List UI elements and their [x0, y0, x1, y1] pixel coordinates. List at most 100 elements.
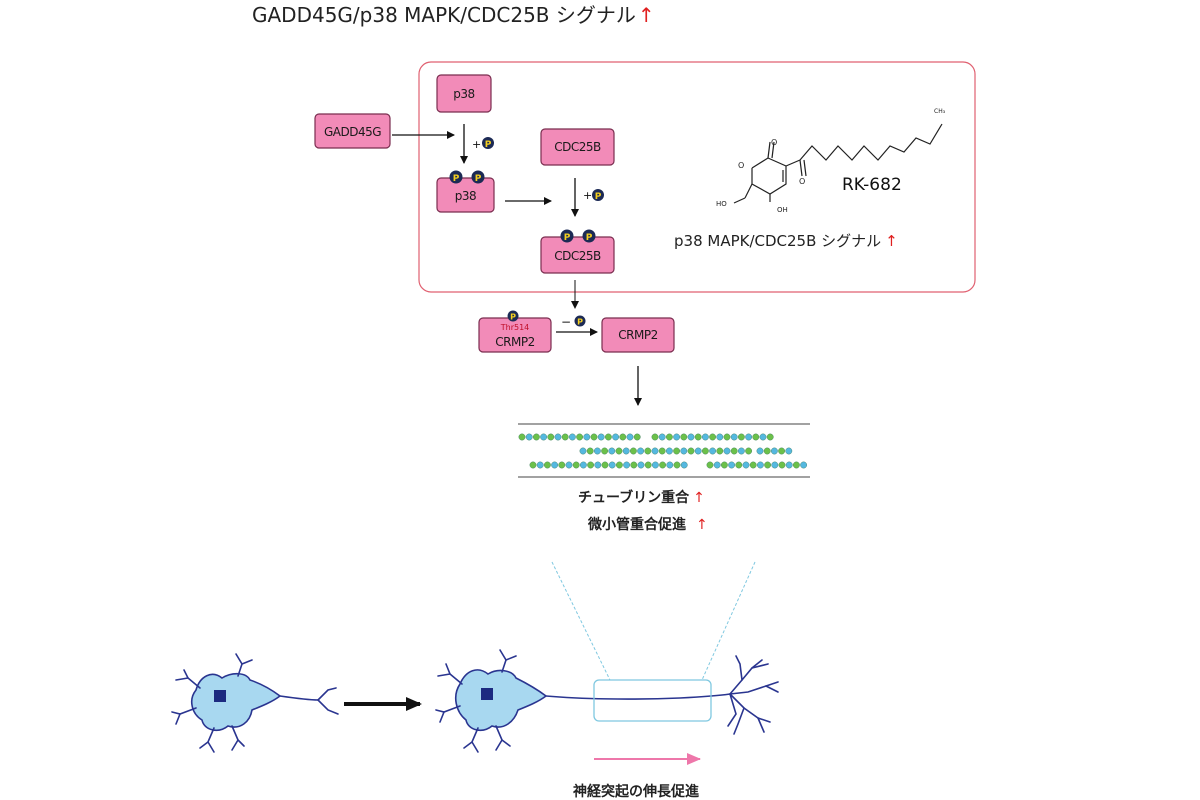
tubulin-dimer — [583, 433, 591, 441]
crmp2-phos-label: CRMP2 — [495, 335, 534, 349]
tubulin-dimer — [757, 461, 764, 469]
crmp2-thr514-label: Thr514 — [500, 323, 530, 332]
tubulin-dimer — [597, 433, 605, 441]
rk682-atom-ch3: CH₃ — [934, 108, 946, 115]
tubulin-dimer — [586, 447, 594, 455]
svg-text:P: P — [510, 313, 516, 322]
axon-zoom-box — [593, 679, 712, 722]
gadd45g-label: GADD45G — [324, 125, 381, 139]
tubulin-dimer — [601, 461, 609, 469]
zoom-line-right — [701, 561, 756, 681]
tubulin-dimer — [616, 461, 623, 469]
tubulin-dimer — [605, 433, 612, 441]
tubulin-dimer — [540, 433, 547, 441]
svg-text:P: P — [453, 174, 460, 184]
microtubule-polymerization-label: 微小管重合促進↑ — [587, 516, 708, 533]
tubulin-dimer — [608, 447, 616, 455]
diagram-title: GADD45G/p38 MAPK/CDC25B シグナル↑ — [252, 3, 655, 27]
rk682-structure — [733, 123, 943, 204]
tubulin-dimer — [551, 461, 558, 469]
rk682-signal-up-arrow: ↑ — [885, 232, 898, 250]
rk682-region — [418, 61, 976, 293]
tubulin-dimer — [637, 447, 644, 455]
tubulin-dimer — [763, 447, 771, 455]
tubulin-dimer — [694, 433, 702, 441]
tubulin-dimer — [756, 447, 764, 455]
tubulin-dimer — [619, 433, 627, 441]
tubulin-dimer — [702, 433, 709, 441]
p38-label: p38 — [453, 87, 474, 101]
tubulin-dimer — [630, 461, 638, 469]
cdc25b-plus-sign: + — [583, 189, 592, 202]
tubulin-dimer — [716, 447, 724, 455]
neuron-before-nucleus — [214, 690, 226, 702]
tubulin-dimer — [706, 461, 714, 469]
tubulin-dimer — [615, 447, 623, 455]
tubulin-dimer — [766, 433, 774, 441]
crmp2-label: CRMP2 — [618, 328, 657, 342]
rk682-atom-o-carbonyl: O — [771, 138, 777, 147]
tubulin-dimer — [536, 461, 544, 469]
neuron-after — [435, 649, 779, 753]
tubulin-dimer — [644, 461, 652, 469]
tubulin-dimer — [666, 461, 674, 469]
tubulin-dimer — [594, 461, 602, 469]
rk682-atom-oh: OH — [777, 206, 788, 214]
tubulin-dimer — [709, 447, 716, 455]
tubulin-dimer — [742, 461, 750, 469]
tubulin-dimer — [709, 433, 716, 441]
tubulin-dimer — [637, 461, 645, 469]
tubulin-dimer — [666, 433, 673, 441]
tubulin-dimer — [608, 461, 616, 469]
tubulin-dimer — [723, 433, 731, 441]
microtubule-up-arrow: ↑ — [696, 517, 708, 533]
tubulin-dimer — [666, 447, 673, 455]
tubulin-dimer — [633, 433, 641, 441]
cdc25b-phosphorylated-node: CDC25B — [540, 236, 615, 274]
tubulin-dimer — [652, 461, 659, 469]
tubulin-dimer — [680, 447, 688, 455]
svg-text:P: P — [586, 233, 593, 243]
tubulin-dimer — [673, 461, 681, 469]
crmp2-minus-sign: − — [561, 315, 571, 329]
crmp2-phosphorylated-node: Thr514 CRMP2 — [478, 317, 552, 353]
neurite-outgrowth-label: 神経突起の伸長促進 — [573, 783, 699, 800]
tubulin-dimer — [651, 433, 659, 441]
tubulin-dimer — [723, 447, 731, 455]
tubulin-dimer — [659, 461, 666, 469]
tubulin-dimer — [764, 461, 771, 469]
tubulin-dimer — [544, 461, 551, 469]
tubulin-dimer — [576, 433, 583, 441]
tubulin-dimer — [626, 433, 634, 441]
tubulin-dimer — [771, 461, 779, 469]
tubulin-dimer — [778, 447, 785, 455]
rk682-atom-ho: HO — [716, 200, 727, 208]
tubulin-dimer — [713, 461, 721, 469]
tubulin-dimer — [687, 447, 695, 455]
tubulin-dimer — [518, 433, 526, 441]
p38-node: p38 — [436, 74, 492, 113]
tubulin-dimer — [580, 461, 587, 469]
crmp2-node: CRMP2 — [601, 317, 675, 353]
tubulin-dimer — [694, 447, 702, 455]
tubulin-dimer — [752, 433, 760, 441]
svg-text:P: P — [564, 233, 571, 243]
tubulin-dimer — [730, 433, 738, 441]
neuron-before — [171, 653, 339, 753]
tubulin-dimer — [651, 447, 659, 455]
tubulin-dimer — [590, 433, 598, 441]
tubulin-dimer — [587, 461, 594, 469]
svg-text:P: P — [577, 318, 583, 327]
phospho-icon: P — [449, 170, 463, 184]
neuron-after-nucleus — [481, 688, 493, 700]
tubulin-dimer — [785, 461, 793, 469]
tubulin-dimer — [702, 447, 709, 455]
tubulin-dimer — [612, 433, 619, 441]
p38-plus-sign: + — [472, 138, 481, 151]
phospho-icon: P — [482, 137, 494, 150]
rk682-signal-label: p38 MAPK/CDC25B シグナル↑ — [674, 232, 898, 250]
rk682-atom-o-acyl: O — [799, 177, 805, 186]
title-up-arrow: ↑ — [638, 3, 655, 27]
tubulin-dimer — [738, 447, 745, 455]
